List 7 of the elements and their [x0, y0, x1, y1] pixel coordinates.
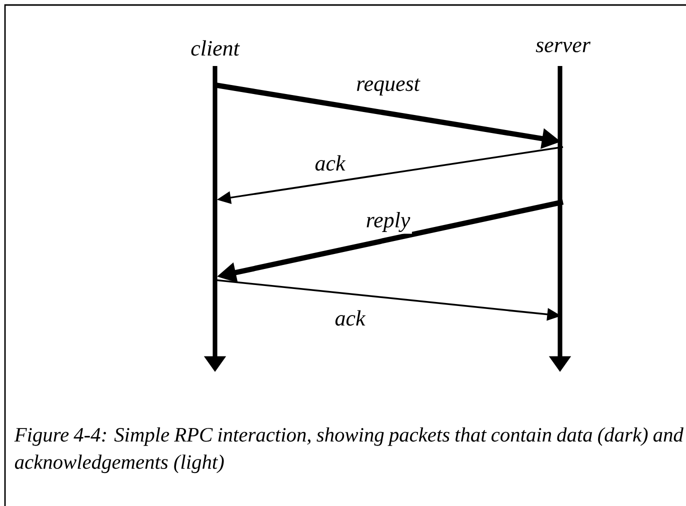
edge-label: reply [364, 210, 412, 234]
node-label: client [191, 40, 240, 56]
edge-label: ack [313, 154, 347, 172]
node-label: server [536, 42, 591, 52]
edge-label: request [354, 76, 422, 98]
figure-caption: Figure 4-4: Simple RPC interaction, showing packets that contain data (dark) and acknowledgements (light) [14, 427, 684, 474]
edge-label: ack [333, 308, 367, 328]
